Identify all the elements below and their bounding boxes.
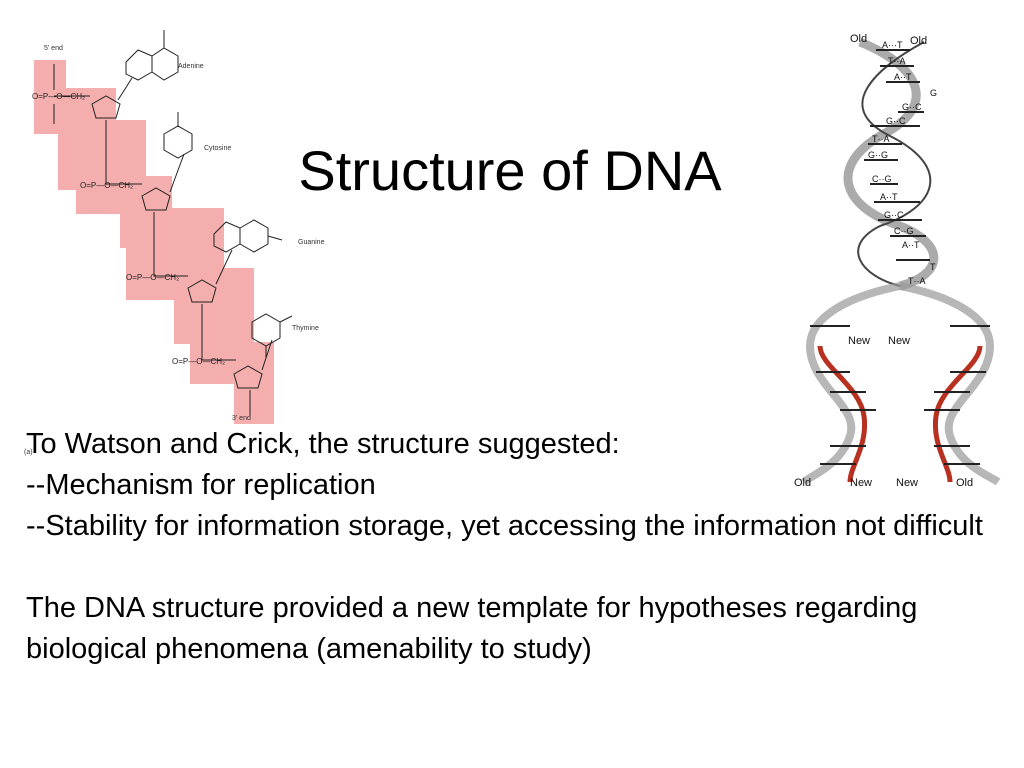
svg-text:G··C: G··C	[902, 102, 922, 112]
svg-text:O=P—O—CH₂: O=P—O—CH₂	[80, 181, 133, 190]
label-bottom-old-left: Old	[794, 477, 811, 489]
svg-text:A··T: A··T	[894, 72, 912, 82]
old-strand-right	[857, 41, 932, 287]
label-new-mid-right: New	[888, 335, 910, 347]
svg-text:G··C: G··C	[886, 116, 906, 126]
svg-text:T: T	[930, 262, 936, 272]
svg-text:O=P—O—CH₂: O=P—O—CH₂	[32, 92, 85, 101]
dna-chemical-structure-figure: 5' end 3' end (a) Adenine Cytosine Guani…	[24, 30, 325, 456]
svg-text:O=P—O—CH₂: O=P—O—CH₂	[172, 357, 225, 366]
svg-text:A··T: A··T	[880, 192, 898, 202]
paragraph-gap	[26, 547, 1001, 588]
label-bottom-new-right: New	[896, 477, 918, 489]
label-old-top-left: Old	[850, 33, 867, 45]
sugar-ring-2	[141, 187, 171, 211]
sugar-ring-4	[233, 365, 263, 389]
old-strand-left	[843, 37, 939, 291]
label-bottom-new-left: New	[850, 477, 872, 489]
sugar-ring-1	[91, 95, 121, 119]
svg-text:T··A: T··A	[908, 276, 926, 286]
svg-text:C··G: C··G	[872, 174, 892, 184]
base-label-cytosine: Cytosine	[204, 145, 231, 152]
svg-text:A··T: A··T	[902, 240, 920, 250]
body-line-replication: --Mechanism for replication	[26, 469, 376, 501]
svg-text:C··G: C··G	[894, 226, 914, 236]
svg-text:A···T: A···T	[882, 40, 903, 50]
sugar-ring-3	[187, 279, 217, 303]
body-line-stability: --Stability for information storage, yet…	[26, 510, 983, 542]
label-bottom-old-right: Old	[956, 477, 973, 489]
fork-left-new	[817, 345, 868, 483]
dna-replication-helix-figure: Old Old New New Old New New Old A···T T·…	[794, 33, 1001, 489]
base-label-thymine: Thymine	[292, 325, 319, 332]
svg-text:T··A: T··A	[888, 56, 906, 66]
fork-right-new	[932, 345, 983, 483]
svg-text:G: G	[930, 88, 937, 98]
label-new-mid-left: New	[848, 335, 870, 347]
label-old-top-right: Old	[910, 35, 927, 47]
body-line-intro: To Watson and Crick, the structure sugge…	[26, 428, 620, 460]
panel-label: (a)	[24, 449, 33, 456]
body-line-template: The DNA structure provided a new templat…	[26, 592, 918, 665]
three-prime-label: 3' end	[232, 415, 251, 422]
fork-right-old	[899, 282, 1001, 486]
svg-text:T··A: T··A	[872, 134, 890, 144]
svg-text:O=P—O—CH₂: O=P—O—CH₂	[126, 273, 179, 282]
five-prime-label: 5' end	[44, 45, 63, 52]
base-label-adenine: Adenine	[178, 63, 204, 70]
fork-left-old	[801, 282, 901, 486]
base-label-guanine: Guanine	[298, 239, 325, 246]
svg-text:G··G: G··G	[868, 150, 888, 160]
slide-title: Structure of DNA	[298, 139, 722, 202]
svg-text:G··C: G··C	[884, 210, 904, 220]
slide-body: To Watson and Crick, the structure sugge…	[26, 424, 1001, 670]
